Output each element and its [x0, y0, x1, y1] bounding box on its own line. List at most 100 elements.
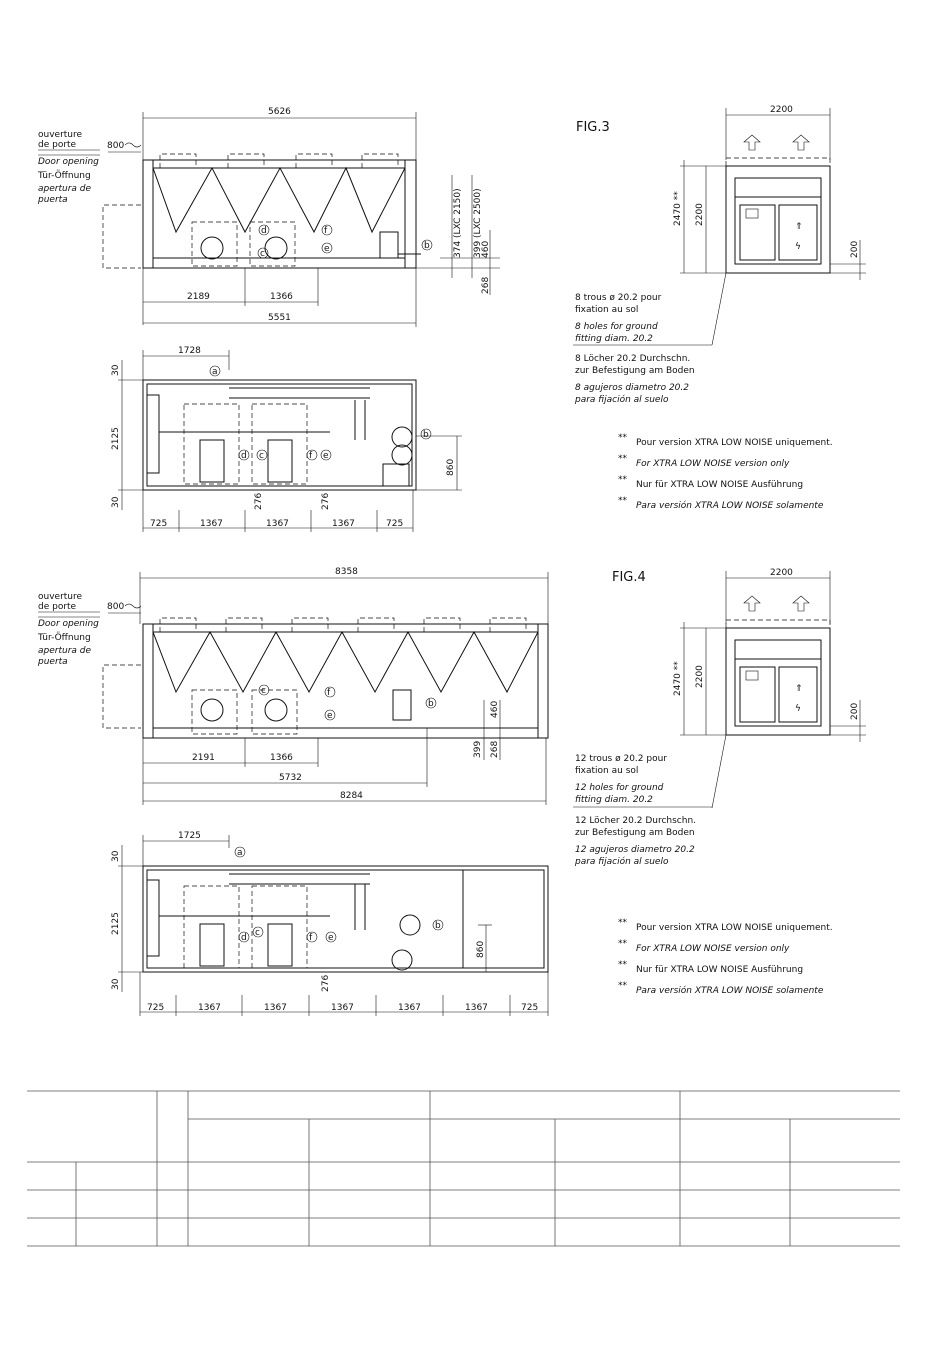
dim-h3: 460 — [481, 241, 491, 258]
door-text: ouverture — [38, 130, 83, 140]
side-width: 2200 — [770, 568, 793, 578]
note-de: Nur für XTRA LOW NOISE Ausführung — [636, 480, 803, 490]
dim-h4: 268 — [481, 277, 491, 294]
dim-mid: 5732 — [279, 773, 302, 783]
marker-a: a — [212, 367, 218, 377]
door-text: de porte — [38, 140, 77, 150]
note-en: For XTRA LOW NOISE version only — [636, 459, 790, 469]
base-height: 200 — [850, 703, 860, 720]
holes-text: fitting diam. 20.2 — [575, 795, 653, 805]
stars: ** — [618, 918, 628, 928]
door-text: puerta — [37, 195, 68, 205]
marker-e: e — [327, 711, 333, 721]
door-text: Door opening — [38, 619, 99, 629]
marker-c: c — [261, 686, 266, 696]
dim-860: 860 — [476, 941, 486, 958]
dim-276: 276 — [321, 493, 331, 510]
marker-e: e — [328, 933, 334, 943]
marker-f: f — [309, 933, 313, 943]
door-text: de porte — [38, 602, 77, 612]
dim-row: 725 — [147, 1003, 164, 1013]
dim-row: 725 — [521, 1003, 538, 1013]
fig3-side: FIG.3 2200 ⇑ ϟ 2470 ** 2200 200 8 trous … — [573, 105, 866, 511]
height: 2200 — [695, 665, 705, 688]
door-text: puerta — [37, 657, 68, 667]
edge-bot: 30 — [111, 978, 121, 990]
marker-a: a — [237, 848, 243, 858]
dim-h3: 460 — [490, 701, 500, 718]
door-text: Tür-Öffnung — [37, 632, 91, 643]
bolt-icon: ϟ — [795, 242, 801, 252]
dim-plan-top: 1725 — [178, 831, 201, 841]
marker-b: b — [428, 699, 434, 709]
fig3-label: FIG.3 — [576, 120, 610, 135]
holes-text: fixation au sol — [575, 305, 638, 315]
note-en: For XTRA LOW NOISE version only — [636, 944, 790, 954]
dim-plan-top: 1728 — [178, 346, 201, 356]
fig3-elevation: ouverture de porte Door opening Tür-Öffn… — [37, 107, 500, 327]
holes-text: 8 Löcher 20.2 Durchschn. — [575, 354, 690, 364]
height-total: 2470 ** — [673, 191, 683, 226]
marker-e: e — [323, 451, 329, 461]
note-fr: Pour version XTRA LOW NOISE uniquement. — [636, 438, 833, 448]
sym: ⇑ — [795, 684, 803, 694]
stars: ** — [618, 454, 628, 464]
dim-a: 2191 — [192, 753, 215, 763]
fig4-plan: 1725 a b d c f e 30 2125 30 — [111, 831, 549, 1016]
dim-row: 1367 — [266, 519, 289, 529]
holes-text: 8 holes for ground — [575, 322, 658, 332]
dim-row: 725 — [150, 519, 167, 529]
holes-text: 8 agujeros diametro 20.2 — [575, 383, 689, 393]
note-fr: Pour version XTRA LOW NOISE uniquement. — [636, 923, 833, 933]
dim-b: 1366 — [270, 292, 293, 302]
sym: ⇑ — [795, 222, 803, 232]
dim-h2: 268 — [490, 741, 500, 758]
dim-row: 1367 — [264, 1003, 287, 1013]
dim-row: 1367 — [200, 519, 223, 529]
door-text: Door opening — [38, 157, 99, 167]
holes-text: para fijación al suelo — [574, 856, 669, 867]
marker-f: f — [324, 226, 328, 236]
base-height: 200 — [850, 241, 860, 258]
door-text: apertura de — [38, 646, 91, 656]
dim-h1: 374 (LXC 2150) — [453, 188, 463, 258]
dim-a: 2189 — [187, 292, 210, 302]
marker-b: b — [423, 430, 429, 440]
dim-base: 5551 — [268, 313, 291, 323]
holes-text: para fijación al suelo — [574, 394, 669, 405]
dim-h2: 399 (LXC 2500) — [473, 188, 483, 258]
height-total: 2470 ** — [673, 661, 683, 696]
dim-side: 2125 — [111, 912, 121, 935]
edge-top: 30 — [111, 850, 121, 862]
dim-overall: 8358 — [335, 567, 358, 577]
holes-text: zur Befestigung am Boden — [575, 828, 695, 838]
dim-h1: 399 — [473, 741, 483, 758]
door-dim: 800 — [107, 141, 124, 151]
stars: ** — [618, 475, 628, 485]
dim-860: 860 — [446, 459, 456, 476]
stars: ** — [618, 496, 628, 506]
marker-d: d — [261, 226, 267, 236]
marker-c: c — [259, 451, 264, 461]
fig4-elevation: ouverture de porte Door opening Tür-Öffn… — [37, 567, 549, 805]
door-text: Tür-Öffnung — [37, 170, 91, 181]
marker-b: b — [435, 921, 441, 931]
stars: ** — [618, 960, 628, 970]
empty-table — [27, 1090, 900, 1247]
holes-text: zur Befestigung am Boden — [575, 366, 695, 376]
door-text: apertura de — [38, 184, 91, 194]
dim-row: 1367 — [465, 1003, 488, 1013]
door-dim: 800 — [107, 602, 124, 612]
dim-row: 1367 — [398, 1003, 421, 1013]
holes-text: 12 agujeros diametro 20.2 — [575, 845, 695, 855]
dim-row: 725 — [386, 519, 403, 529]
fig4-side: FIG.4 2200 ⇑ ϟ 2470 ** 2200 200 12 trous… — [573, 568, 866, 996]
dim-overall: 5626 — [268, 107, 291, 117]
marker-d: d — [241, 933, 247, 943]
dim-276: 276 — [254, 493, 264, 510]
stars: ** — [618, 433, 628, 443]
holes-text: 12 trous ø 20.2 pour — [575, 754, 667, 764]
dim-base: 8284 — [340, 791, 363, 801]
holes-text: 8 trous ø 20.2 pour — [575, 293, 662, 303]
note-de: Nur für XTRA LOW NOISE Ausführung — [636, 965, 803, 975]
